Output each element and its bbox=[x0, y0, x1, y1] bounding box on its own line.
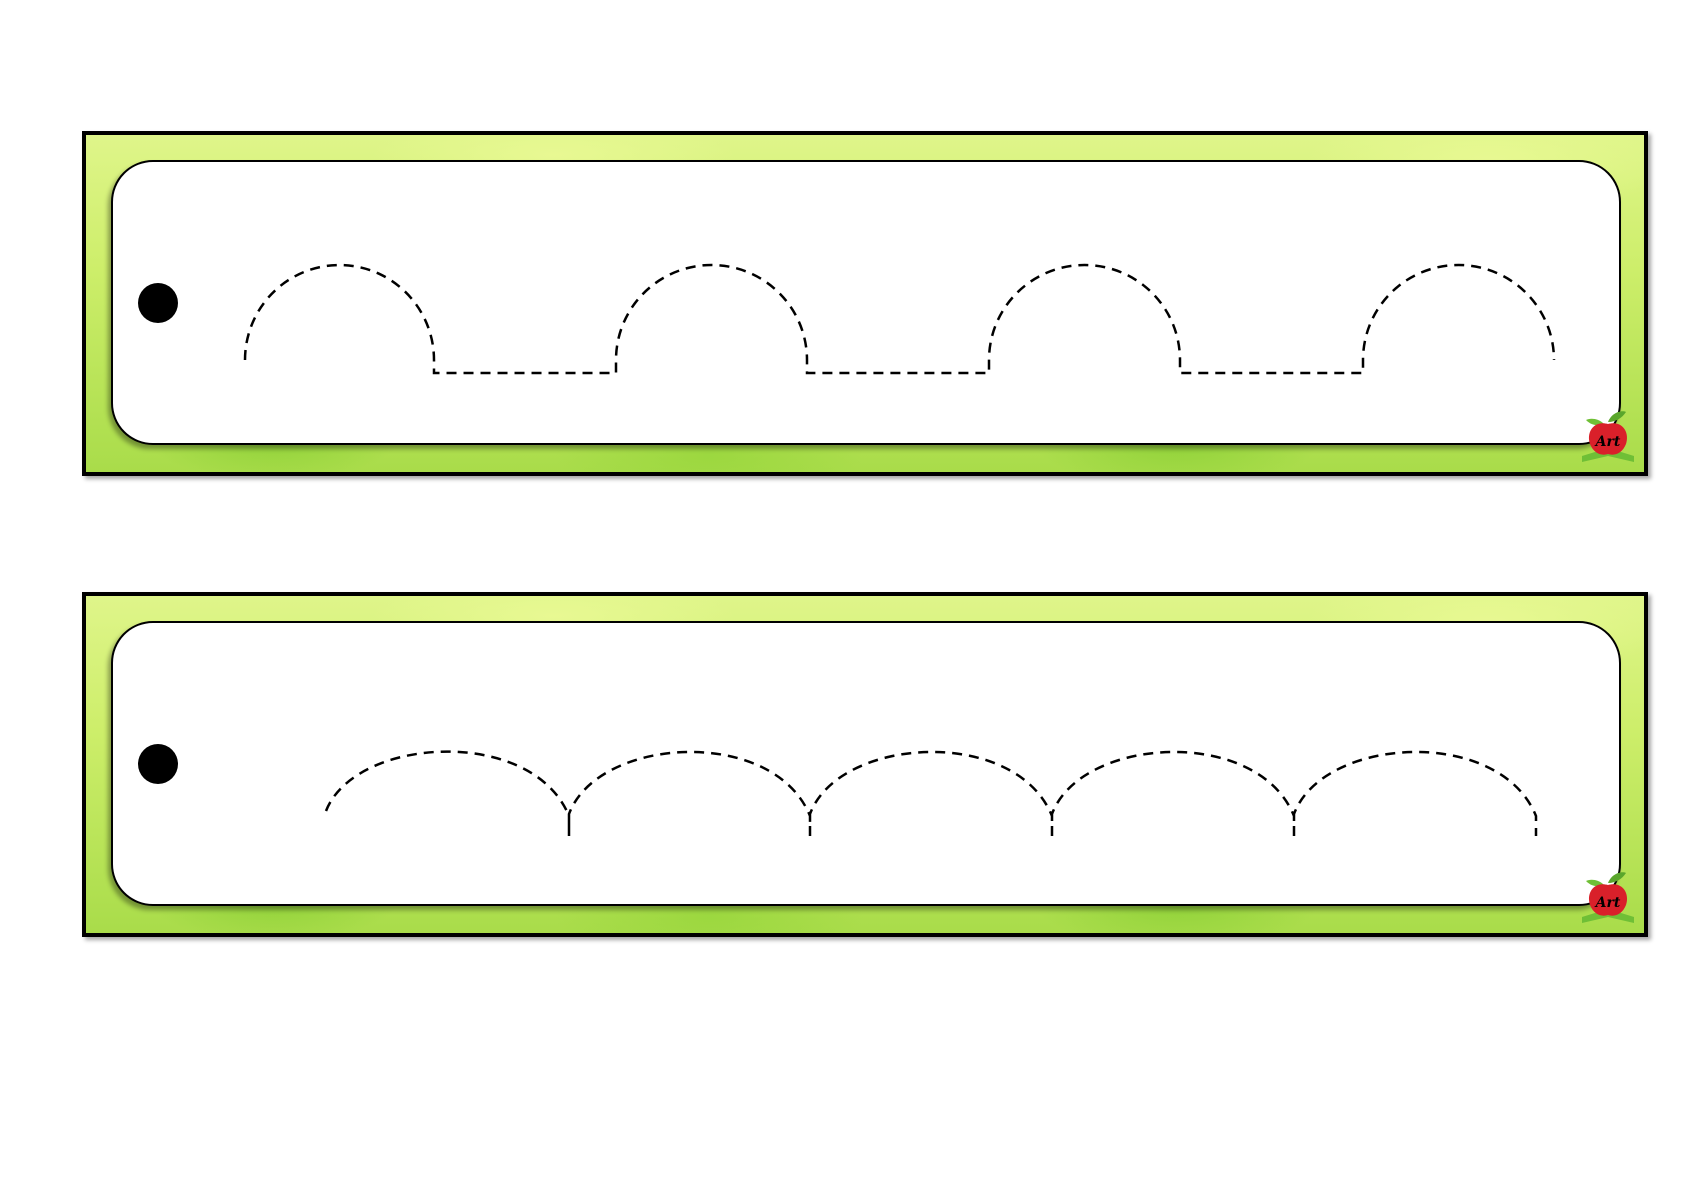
apple-book-logo-icon: Art bbox=[1582, 411, 1634, 462]
logo-text: Art bbox=[1594, 895, 1621, 911]
tracing-area bbox=[111, 160, 1621, 445]
tracing-card-connected-arches: Art bbox=[82, 592, 1648, 937]
dashed-trace-path bbox=[243, 263, 1556, 375]
punch-hole-icon bbox=[138, 283, 178, 323]
tracing-area bbox=[111, 621, 1621, 906]
tracing-card-arches-flat: Art bbox=[82, 131, 1648, 476]
punch-hole-icon bbox=[138, 744, 178, 784]
logo-text: Art bbox=[1594, 434, 1621, 450]
dashed-trace-path bbox=[324, 750, 1538, 836]
dashed-arch-flat-line bbox=[243, 263, 1556, 375]
apple-book-logo-icon: Art bbox=[1582, 872, 1634, 923]
dashed-connected-arches-line bbox=[324, 750, 1538, 836]
